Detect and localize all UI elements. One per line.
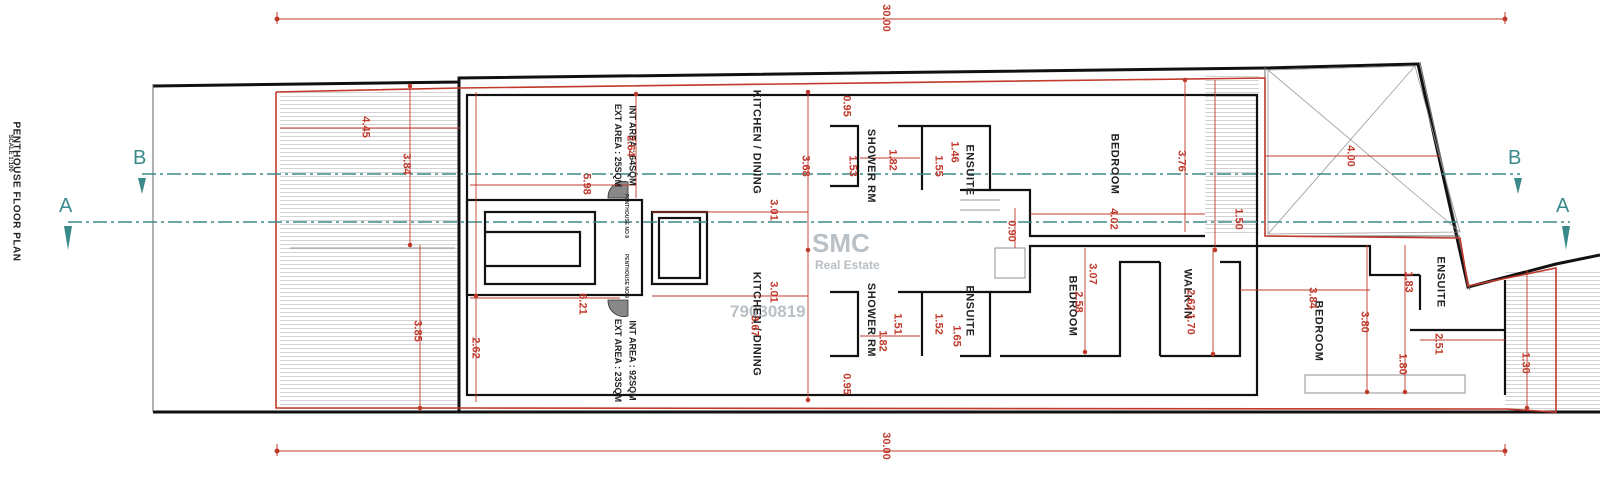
dim-4-02: 4.02 <box>1107 208 1120 230</box>
room-ensuite-1: ENSUITE <box>963 144 976 196</box>
dim-6-21: 6.21 <box>576 293 589 315</box>
dim-2-62-a: 2.62 <box>469 337 482 359</box>
dim-1-46: 1.46 <box>948 141 961 163</box>
dim-1-65: 1.65 <box>950 325 963 347</box>
terrace-hatching <box>280 74 1600 412</box>
dim-0-95-b: 0.95 <box>840 373 853 395</box>
section-label-b-left: B <box>133 147 147 169</box>
dim-1-50: 1.50 <box>1232 208 1245 230</box>
dim-1-70: 1.70 <box>1184 313 1197 335</box>
door-swings <box>607 181 629 317</box>
room-ensuite-3: ENSUITE <box>1434 256 1447 308</box>
outer-walls <box>152 62 1600 414</box>
overall-dimension-lines <box>274 12 1508 456</box>
dim-1-52: 1.52 <box>932 313 945 335</box>
section-arrows <box>64 178 1570 250</box>
dim-1-55: 1.55 <box>932 155 945 177</box>
unit-8-name: PENTHOUSE NO 8 <box>623 193 630 239</box>
dim-5-98: 5.98 <box>580 173 593 195</box>
dim-3-85: 3.85 <box>411 320 424 342</box>
dim-1-30: 1.30 <box>1519 352 1532 374</box>
dim-4-00: 4.00 <box>1344 145 1357 167</box>
dim-4-45: 4.45 <box>359 116 372 138</box>
dim-overall-top: 30.00 <box>879 4 892 32</box>
room-kitchen-dining-1: KITCHEN / DINING <box>750 89 763 195</box>
room-shower-rm-1: SHOWER RM <box>865 128 878 204</box>
unit-9-ext-area: EXT AREA : 23SQM <box>613 318 624 403</box>
dim-0-95-a: 0.95 <box>840 95 853 117</box>
dim-3-80: 3.80 <box>1358 311 1371 333</box>
dim-2-62-b: 2.62 <box>1184 289 1197 311</box>
dim-3-67: 3.67 <box>748 315 761 337</box>
dim-3-07: 3.07 <box>1086 263 1099 285</box>
dim-1-82-b: 1.82 <box>876 330 889 352</box>
dim-overall-bottom: 30.00 <box>879 432 892 460</box>
room-shower-rm-2: SHOWER RM <box>865 282 878 358</box>
dim-1-82-a: 1.82 <box>886 149 899 171</box>
section-label-a-right: A <box>1556 195 1570 217</box>
room-bedroom-3: BEDROOM <box>1312 300 1325 362</box>
room-bedroom-1: BEDROOM <box>1108 133 1121 195</box>
section-label-b-right: B <box>1508 147 1522 169</box>
room-dimension-lines <box>280 77 1530 411</box>
dim-3-84-a: 3.84 <box>400 153 413 175</box>
unit-9-name: PENTHOUSE NO 9 <box>623 253 630 299</box>
dim-1-53: 1.53 <box>846 155 859 177</box>
dim-3-84-b: 3.84 <box>1306 287 1319 309</box>
section-label-a-left: A <box>59 195 73 217</box>
dim-3-01-a: 3.01 <box>767 199 780 221</box>
dim-2-51: 2.51 <box>1432 333 1445 355</box>
dim-0-90: 0.90 <box>1005 220 1018 242</box>
dim-2-58: 2.58 <box>1072 291 1085 313</box>
section-lines <box>68 173 1570 223</box>
plan-scale: SCALE 1:100 <box>7 134 13 172</box>
dim-1-51: 1.51 <box>891 313 904 335</box>
dim-1-83: 1.83 <box>1402 271 1415 293</box>
unit-8-ext-area: EXT AREA : 25SQM <box>613 103 624 188</box>
room-ensuite-2: ENSUITE <box>963 285 976 337</box>
unit-9-int-area: INT AREA : 92SQM <box>627 320 638 401</box>
watermark-subtitle: Real Estate <box>815 258 880 272</box>
watermark-logo: SMC <box>812 228 870 259</box>
watermark-logo-text: SMC <box>812 228 870 258</box>
site-boundary <box>275 77 1557 413</box>
void-area <box>1267 65 1461 235</box>
dim-2-64: 2.64 <box>624 135 637 157</box>
watermark-phone: 79030819 <box>730 302 806 321</box>
dim-3-01-b: 3.01 <box>767 281 780 303</box>
dim-3-68: 3.68 <box>799 155 812 177</box>
interior-walls <box>465 93 1507 397</box>
dim-3-76: 3.76 <box>1175 150 1188 172</box>
dim-1-80: 1.80 <box>1396 353 1409 375</box>
